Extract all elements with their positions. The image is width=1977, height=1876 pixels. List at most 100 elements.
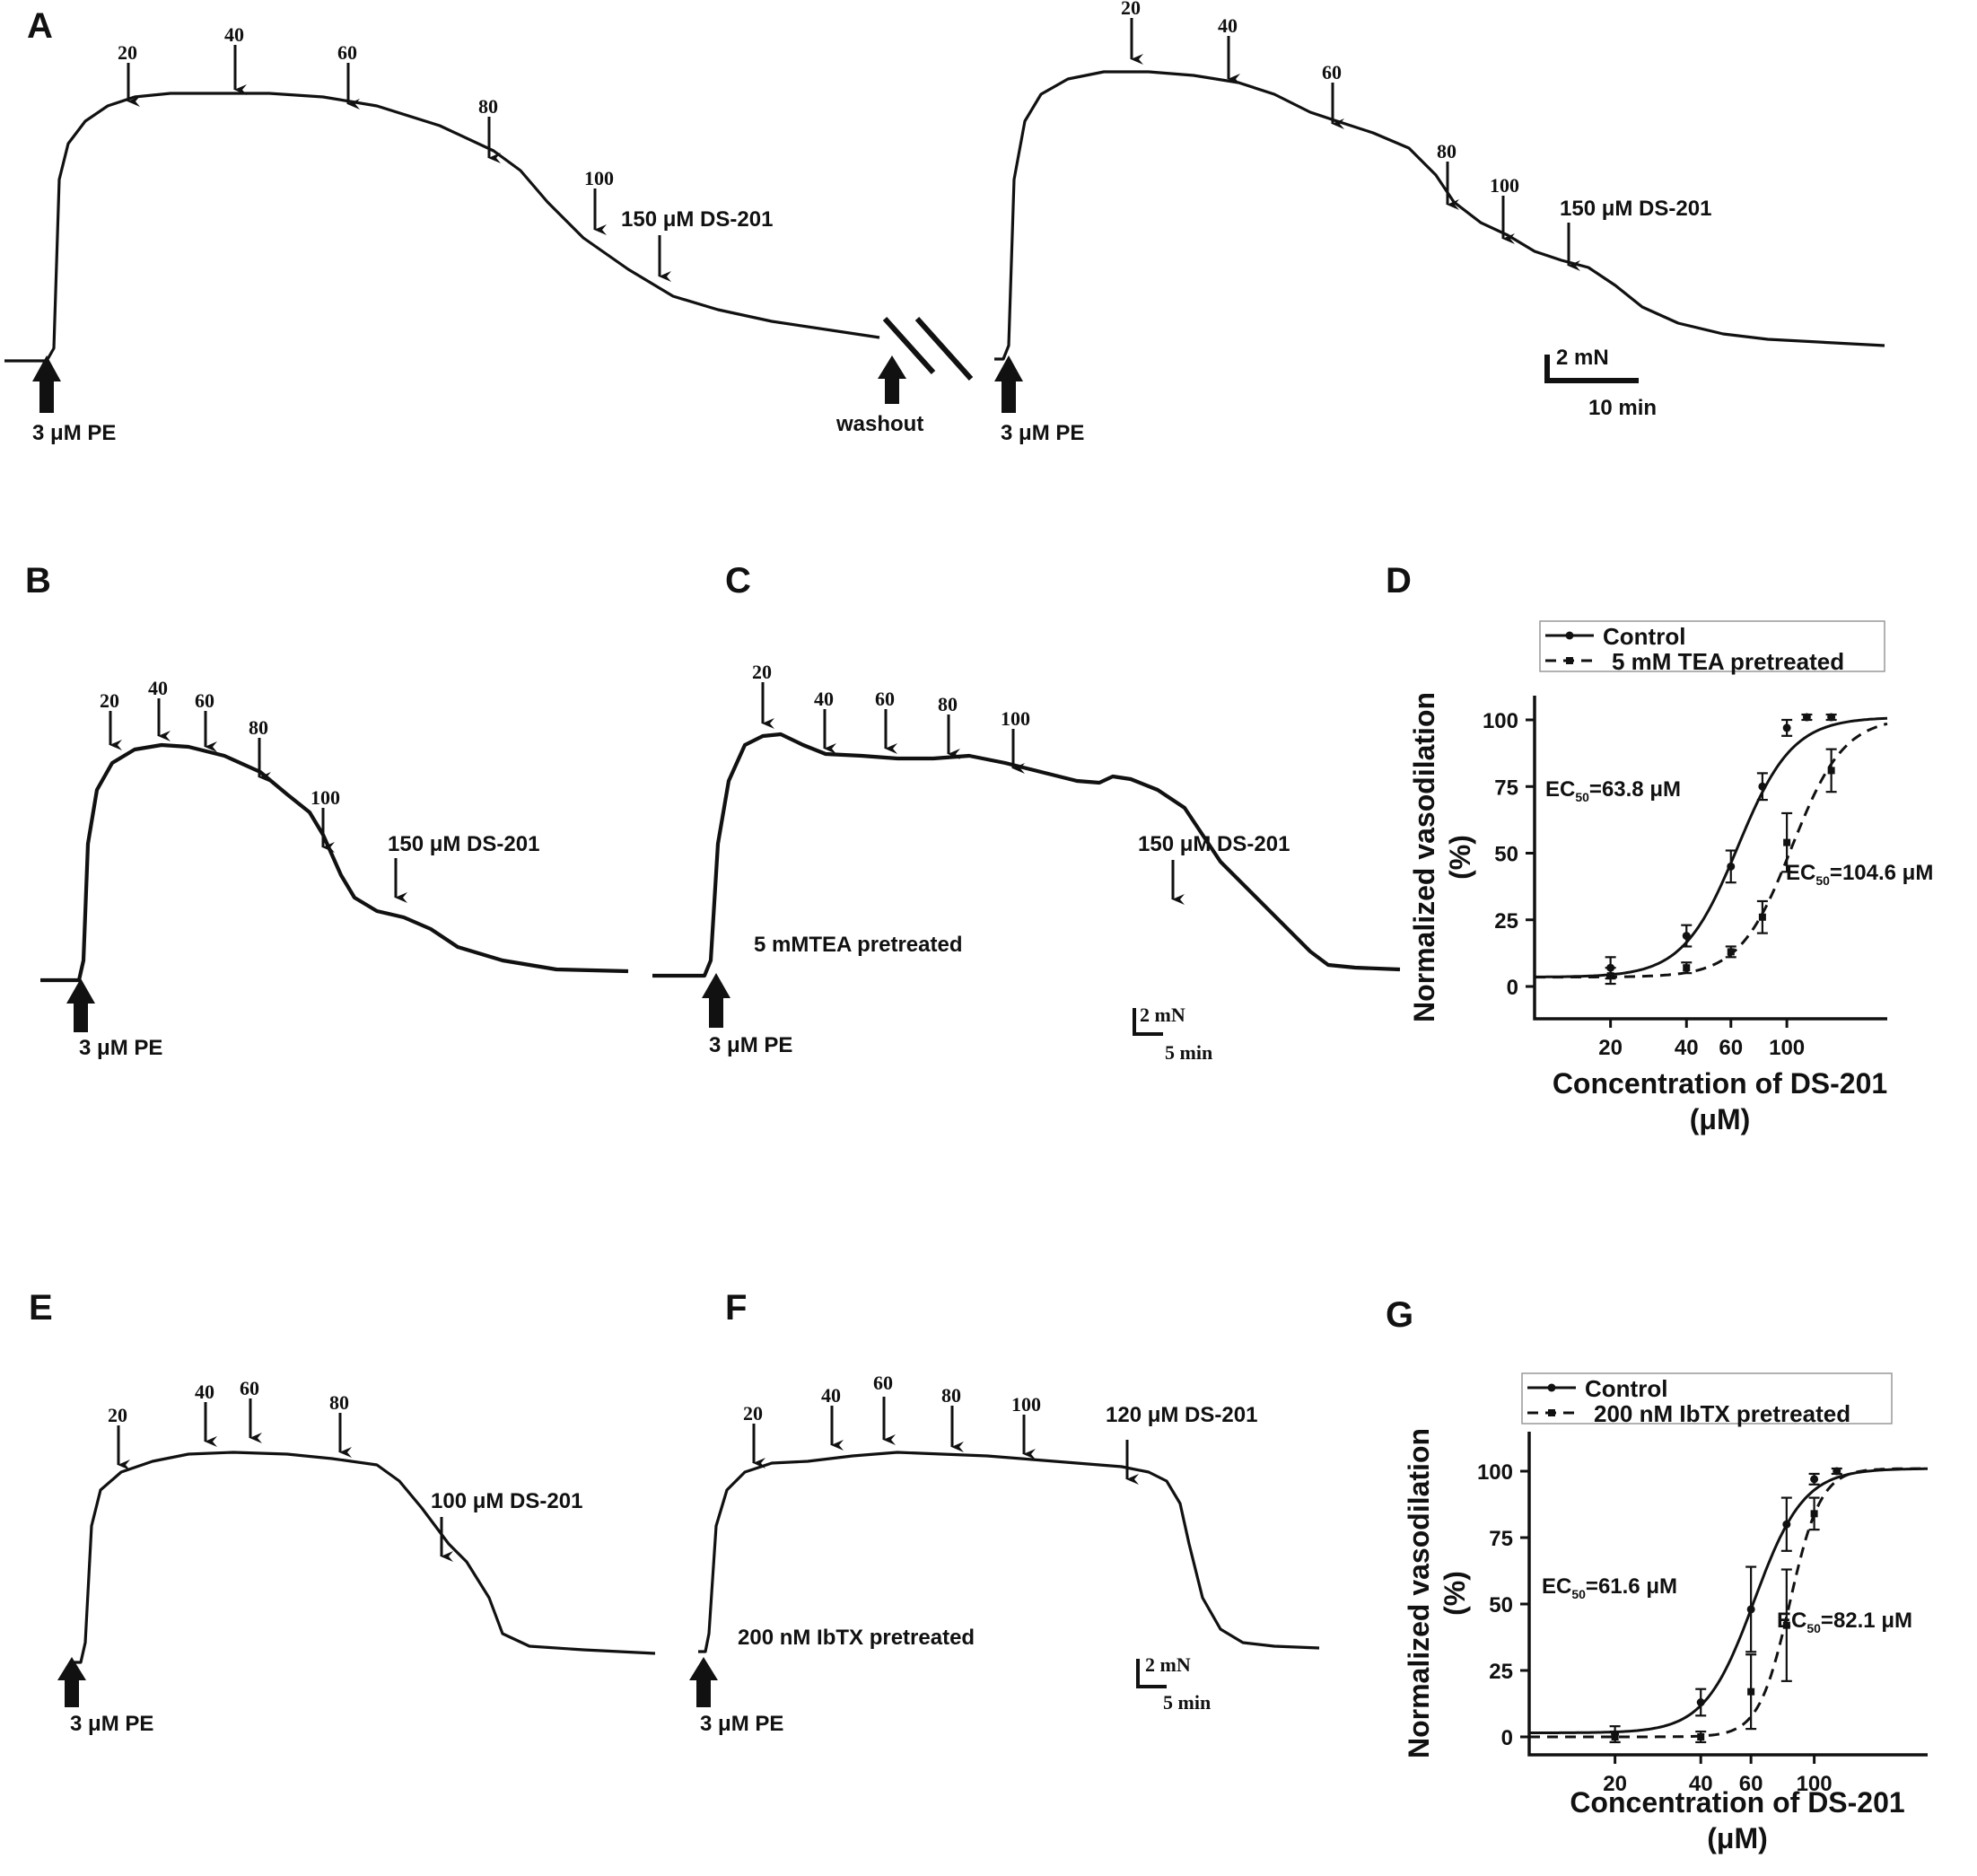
fit-curve-control: [1535, 716, 1888, 978]
pe-label-c: 3 μM PE: [709, 1033, 792, 1057]
data-point-treated: [1747, 1688, 1755, 1696]
y-tick-label: 50: [1489, 1593, 1513, 1617]
dose-label-e2: 40: [195, 1381, 214, 1403]
dose-label-a9: 80: [1437, 140, 1457, 162]
x-axis-title: Concentration of DS-201: [1553, 1067, 1887, 1100]
legend-label-control: Control: [1603, 623, 1685, 650]
legend-marker-control: [1547, 1383, 1556, 1392]
x-axis-unit: (μM): [1690, 1103, 1751, 1135]
dose-label-c3: 60: [875, 688, 895, 710]
panel-letter-b: B: [25, 561, 51, 600]
arrows-e: [117, 1398, 453, 1562]
dose-label-c4: 80: [938, 693, 958, 715]
dose-label-a8: 60: [1322, 61, 1342, 83]
panel-letter-e: E: [29, 1288, 53, 1328]
fit-curve-control: [1529, 1467, 1928, 1734]
y-tick-label: 0: [1501, 1726, 1513, 1750]
fit-curve-treated: [1535, 722, 1888, 979]
data-point-treated: [1782, 1621, 1790, 1629]
dose-label-c5: 100: [1001, 707, 1030, 730]
data-point-control: [1782, 1520, 1791, 1529]
dose-label-c1: 20: [752, 661, 772, 683]
data-point-treated: [1611, 1733, 1619, 1740]
data-point-treated: [1727, 948, 1735, 956]
pe-arrow-f: [689, 1657, 718, 1707]
dose-label-a2: 40: [224, 23, 244, 46]
legend-box: [1521, 1372, 1893, 1425]
y-tick-label: 25: [1494, 909, 1518, 934]
data-point-control: [1696, 1698, 1705, 1707]
x-tick-label: 100: [1769, 1036, 1805, 1060]
pe-label-a-right: 3 μM PE: [1001, 421, 1084, 445]
scale-time-f: 5 min: [1163, 1691, 1211, 1714]
data-point-control: [1827, 713, 1836, 722]
legend-box: [1539, 620, 1885, 672]
scale-time-a: 10 min: [1588, 396, 1657, 420]
data-point-control: [1746, 1605, 1755, 1614]
pe-arrow-c: [702, 973, 730, 1028]
ec50-label-treated: EC50=82.1 μM: [1777, 1609, 1912, 1635]
y-tick-label: 0: [1507, 976, 1518, 1000]
dose-label-b1: 20: [100, 689, 119, 712]
x-tick-label: 100: [1797, 1772, 1833, 1796]
final-dose-f: 120 μM DS-201: [1106, 1403, 1257, 1427]
ec50-label-control: EC50=61.6 μM: [1542, 1574, 1677, 1601]
y-tick-label: 100: [1483, 709, 1518, 733]
final-dose-e: 100 μM DS-201: [431, 1489, 582, 1513]
washout-arrow: [878, 355, 906, 404]
legend-marker-control: [1565, 631, 1574, 640]
scale-force-f: 2 mN: [1145, 1653, 1191, 1676]
scale-bar-f: [1136, 1659, 1167, 1688]
trace-f: [698, 1451, 1320, 1653]
y-tick-label: 75: [1494, 776, 1518, 800]
data-point-control: [1833, 1467, 1841, 1476]
data-point-control: [1782, 723, 1791, 732]
dose-label-a1: 20: [118, 41, 137, 64]
data-point-treated: [1606, 972, 1614, 980]
legend-marker-treated: [1566, 657, 1573, 664]
treatment-note-f: 200 nM IbTX pretreated: [738, 1626, 975, 1650]
dose-label-a10: 100: [1490, 174, 1519, 197]
ec50-label-control: EC50=63.8 μM: [1545, 777, 1681, 804]
y-tick-label: 25: [1489, 1660, 1513, 1684]
scale-force-c: 2 mN: [1140, 1004, 1185, 1026]
data-point-treated: [1697, 1733, 1705, 1740]
final-dose-c: 150 μM DS-201: [1138, 832, 1290, 856]
x-tick-label: 60: [1739, 1772, 1763, 1796]
x-tick-label: 40: [1689, 1772, 1713, 1796]
data-point-control: [1802, 713, 1811, 722]
data-point-treated: [1758, 913, 1766, 921]
data-point-treated: [1783, 838, 1791, 846]
y-tick-label: 50: [1494, 843, 1518, 867]
scale-bar-a: [1544, 355, 1639, 383]
dose-label-c2: 40: [814, 688, 834, 710]
dose-label-e4: 80: [329, 1391, 349, 1414]
arrows-a-left: [127, 45, 671, 282]
final-dose-a-left: 150 μM DS-201: [621, 207, 773, 232]
dose-label-b2: 40: [148, 677, 168, 699]
x-tick-label: 60: [1719, 1036, 1743, 1060]
scale-force-a: 2 mN: [1556, 346, 1609, 370]
trace-c: [652, 732, 1401, 978]
fit-curve-treated: [1529, 1467, 1928, 1739]
dose-label-f1: 20: [743, 1402, 763, 1425]
dose-label-f4: 80: [941, 1384, 961, 1407]
pe-label-e: 3 μM PE: [70, 1712, 153, 1736]
dose-label-f3: 60: [873, 1372, 893, 1394]
dose-label-e3: 60: [240, 1377, 259, 1399]
y-axis-title: Normalized vasodilation: [1403, 1428, 1435, 1758]
y-axis-title: Normalized vasodilation: [1408, 692, 1440, 1022]
y-axis-unit: (%): [1439, 1571, 1471, 1616]
dose-label-e1: 20: [108, 1404, 127, 1426]
final-dose-a-right: 150 μM DS-201: [1560, 197, 1711, 221]
data-point-control: [1810, 1475, 1819, 1484]
dose-label-a6: 20: [1121, 0, 1141, 19]
treatment-note-c: 5 mMTEA pretreated: [754, 933, 963, 957]
y-axis-unit: (%): [1444, 835, 1476, 880]
panel-letter-d: D: [1386, 561, 1412, 600]
trace-a-right: [994, 70, 1885, 361]
dose-label-f5: 100: [1011, 1393, 1041, 1416]
pe-arrow-e: [57, 1657, 86, 1707]
